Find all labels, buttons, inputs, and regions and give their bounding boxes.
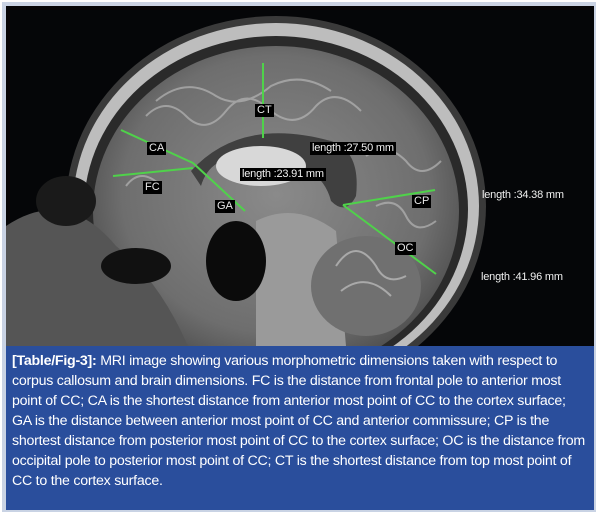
mri-image: CT CA FC GA CP OC length :27.50 mm lengt… bbox=[6, 6, 594, 346]
figure-caption: [Table/Fig-3]: MRI image showing various… bbox=[6, 346, 594, 510]
cp-label: CP bbox=[412, 195, 432, 208]
caption-ref: [Table/Fig-3]: bbox=[12, 353, 97, 369]
mri-scan-graphic bbox=[6, 16, 486, 346]
caption-text: MRI image showing various morphometric d… bbox=[12, 353, 585, 489]
ga-label: GA bbox=[215, 200, 235, 213]
ga-line bbox=[192, 162, 246, 212]
ct-length: length :27.50 mm bbox=[310, 142, 396, 155]
fc-label: FC bbox=[143, 181, 162, 194]
fc-line bbox=[112, 167, 194, 177]
ct-label: CT bbox=[255, 104, 274, 117]
oc-length: length :41.96 mm bbox=[481, 271, 563, 283]
fc-length: length :23.91 mm bbox=[240, 168, 326, 181]
cp-line bbox=[342, 189, 436, 206]
oc-line bbox=[342, 204, 437, 275]
oc-label: OC bbox=[395, 242, 416, 255]
ca-label: CA bbox=[147, 142, 167, 155]
cp-length: length :34.38 mm bbox=[482, 189, 564, 201]
